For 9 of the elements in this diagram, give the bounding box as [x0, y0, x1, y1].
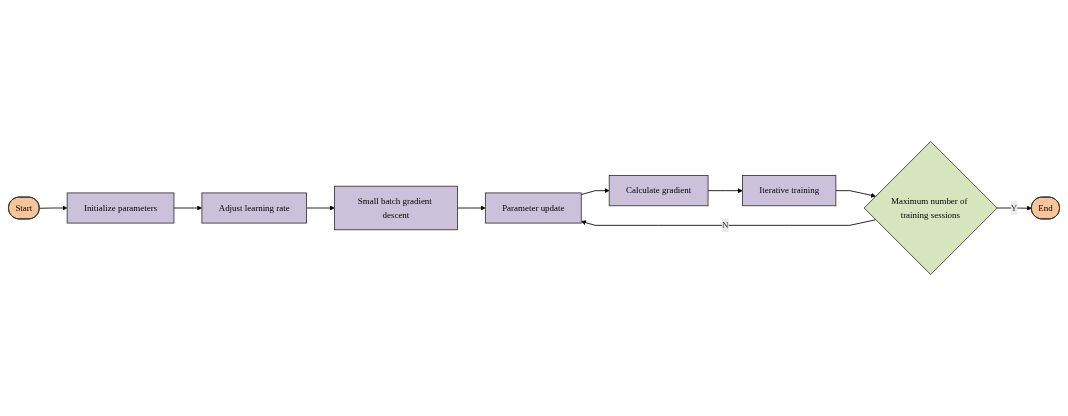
node-box: Calculate gradient: [608, 175, 709, 207]
node-diamond: Maximum number of training sessions: [863, 141, 998, 275]
edge-label: Y: [1010, 202, 1018, 213]
node-box: Initialize parameters: [66, 192, 175, 224]
node-box: Parameter update: [484, 192, 582, 224]
edge-label: N: [722, 220, 729, 230]
node-box: Small batch gradient descent: [334, 185, 458, 231]
node-box: Adjust learning rate: [201, 192, 307, 224]
node-box: Iterative training: [742, 175, 837, 207]
